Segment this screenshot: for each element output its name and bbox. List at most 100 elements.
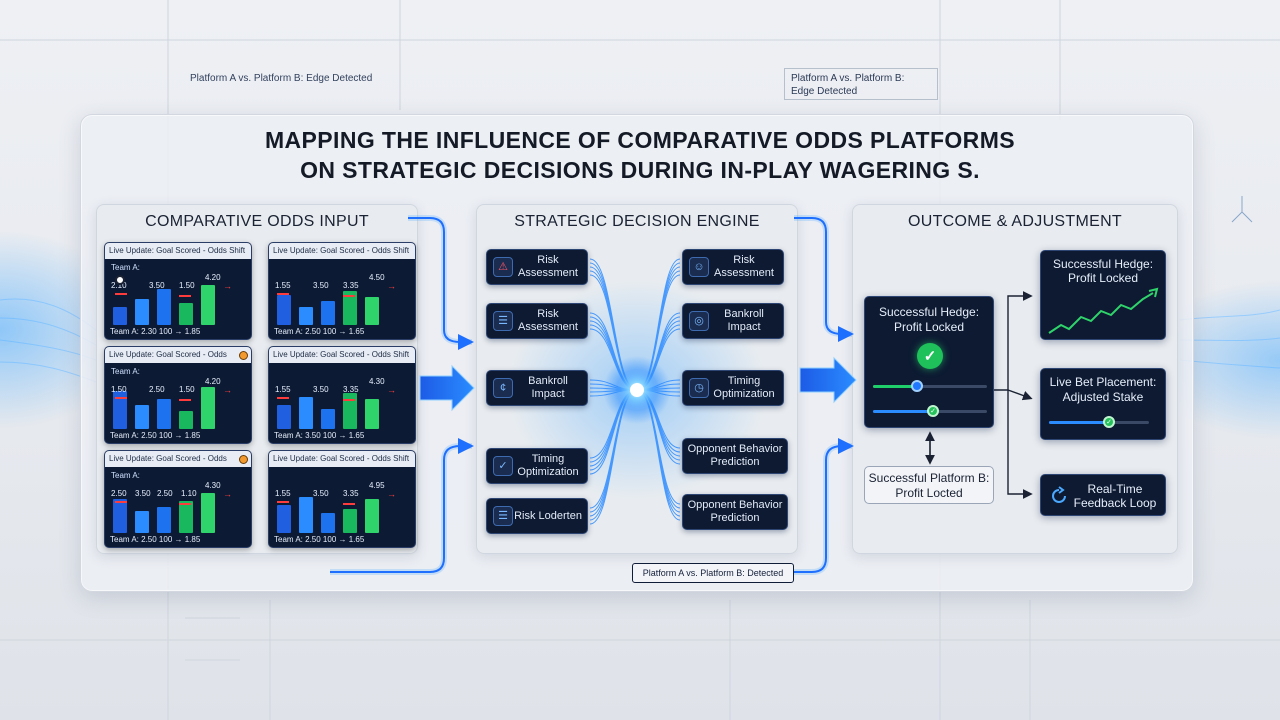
slider-check-knob[interactable]: ✓ — [927, 405, 939, 417]
odds-value: 1.50 — [179, 281, 195, 290]
odds-card-header: Live Update: Goal Scored - Odds — [105, 451, 251, 467]
list-icon: ☰ — [493, 311, 513, 331]
odds-value: 1.10 — [181, 489, 197, 498]
odds-card-footer: Team A: 2.50 100 → 1.85 — [110, 535, 201, 544]
odds-bar — [299, 397, 313, 429]
red-marker — [343, 503, 355, 505]
odds-bar — [321, 513, 335, 533]
odds-value: 4.30 — [369, 377, 385, 386]
red-arrow-icon: → — [387, 385, 396, 395]
red-marker — [115, 501, 127, 503]
odds-value: 4.20 — [205, 377, 221, 386]
odds-bar — [113, 307, 127, 325]
odds-card-footer: Team A: 3.50 100 → 1.65 — [274, 431, 365, 440]
red-arrow-icon: → — [223, 489, 232, 499]
engine-node-label: Opponent Behavior Prediction — [687, 499, 783, 524]
ball-icon — [239, 351, 248, 360]
engine-node-left[interactable]: ✓Timing Optimization — [486, 448, 588, 484]
odds-bar — [343, 291, 357, 325]
stake-check-knob[interactable]: ✓ — [1103, 416, 1115, 428]
odds-bar — [179, 411, 193, 429]
target-icon: ◎ — [689, 311, 709, 331]
profit-chart-panel: Successful Hedge: Profit Locked — [1040, 250, 1166, 340]
odds-value: 3.35 — [343, 489, 359, 498]
odds-bar — [113, 391, 127, 429]
odds-value: 1.55 — [275, 385, 291, 394]
user-icon: ☺ — [689, 257, 709, 277]
platform-detected-label: Platform A vs. Platform B: Detected — [632, 563, 794, 583]
odds-value: 3.50 — [313, 281, 329, 290]
engine-node-right[interactable]: ◷Timing Optimization — [682, 370, 784, 406]
engine-node-label: Risk Loderten — [514, 509, 582, 522]
live-bet-line1: Live Bet Placement: — [1049, 375, 1157, 389]
engine-node-label: Timing Optimization — [517, 453, 579, 478]
red-arrow-icon: → — [387, 489, 396, 499]
engine-node-label: Risk Assessment — [518, 308, 578, 333]
stake-slider[interactable]: ✓ — [1049, 416, 1149, 428]
engine-node-label: Risk Assessment — [714, 254, 774, 279]
odds-card-footer: Team A: 2.50 100 → 1.85 — [110, 431, 201, 440]
odds-bar — [135, 511, 149, 533]
odds-card-footer: Team A: 2.30 100 → 1.85 — [110, 327, 201, 336]
odds-card-team: Team A: — [111, 263, 140, 272]
red-arrow-icon: → — [387, 281, 396, 291]
red-marker — [179, 503, 191, 505]
odds-value: 1.55 — [275, 281, 291, 290]
input-section-title: COMPARATIVE ODDS INPUT — [145, 213, 369, 230]
engine-node-left[interactable]: ☰Risk Loderten — [486, 498, 588, 534]
odds-bar — [321, 301, 335, 325]
odds-value: 3.35 — [343, 281, 359, 290]
platform-box-line2: Profit Locted — [895, 486, 963, 500]
odds-bar — [321, 409, 335, 429]
odds-value: 3.50 — [313, 489, 329, 498]
odds-bar — [277, 295, 291, 325]
red-marker — [277, 501, 289, 503]
odds-bar — [365, 297, 379, 325]
odds-value: 4.50 — [369, 273, 385, 282]
odds-bar — [277, 505, 291, 533]
live-bet-panel: Live Bet Placement: Adjusted Stake ✓ — [1040, 368, 1166, 440]
coin-icon: ¢ — [493, 378, 513, 398]
odds-bar — [179, 501, 193, 533]
odds-card-team: Team A: — [111, 471, 140, 480]
odds-bar — [299, 307, 313, 325]
feedback-loop-panel: Real-Time Feedback Loop — [1040, 474, 1166, 516]
platform-box-line1: Successful Platform B: — [868, 471, 990, 485]
red-marker — [343, 399, 355, 401]
odds-card-footer: Team A: 2.50 100 → 1.65 — [274, 535, 365, 544]
engine-node-left[interactable]: ☰Risk Assessment — [486, 303, 588, 339]
slider-knob[interactable] — [911, 380, 923, 392]
edge-box-line2: Edge Detected — [791, 86, 858, 97]
edge-box-line1: Platform A vs. Platform B: — [791, 73, 905, 84]
profit-trend-chart — [1048, 287, 1159, 334]
odds-bar — [201, 387, 215, 429]
odds-value: 3.50 — [149, 281, 165, 290]
red-marker — [343, 295, 355, 297]
engine-node-right[interactable]: ☺Risk Assessment — [682, 249, 784, 285]
red-marker — [115, 293, 127, 295]
red-marker — [277, 397, 289, 399]
clock-icon: ◷ — [689, 378, 709, 398]
edge-detected-box: Platform A vs. Platform B: Edge Detected — [784, 68, 938, 100]
title-line-1: MAPPING THE INFLUENCE OF COMPARATIVE ODD… — [264, 127, 1015, 153]
outcome-section-title: OUTCOME & ADJUSTMENT — [907, 213, 1122, 230]
engine-node-right[interactable]: Opponent Behavior Prediction — [682, 494, 788, 530]
check-icon: ✓ — [493, 456, 513, 476]
engine-node-left[interactable]: ¢Bankroll Impact — [486, 370, 588, 406]
odds-bar — [299, 497, 313, 533]
hedge-top-line2: Profit Locked — [1067, 271, 1139, 285]
engine-node-right[interactable]: ◎Bankroll Impact — [682, 303, 784, 339]
engine-node-right[interactable]: Opponent Behavior Prediction — [682, 438, 788, 474]
engine-node-left[interactable]: ⚠Risk Assessment — [486, 249, 588, 285]
red-marker — [179, 295, 191, 297]
hedge-slider-1[interactable] — [873, 380, 987, 392]
odds-value: 3.35 — [343, 385, 359, 394]
red-marker — [115, 397, 127, 399]
odds-value: 2.50 — [111, 489, 127, 498]
hedge-slider-2[interactable]: ✓ — [873, 405, 987, 417]
